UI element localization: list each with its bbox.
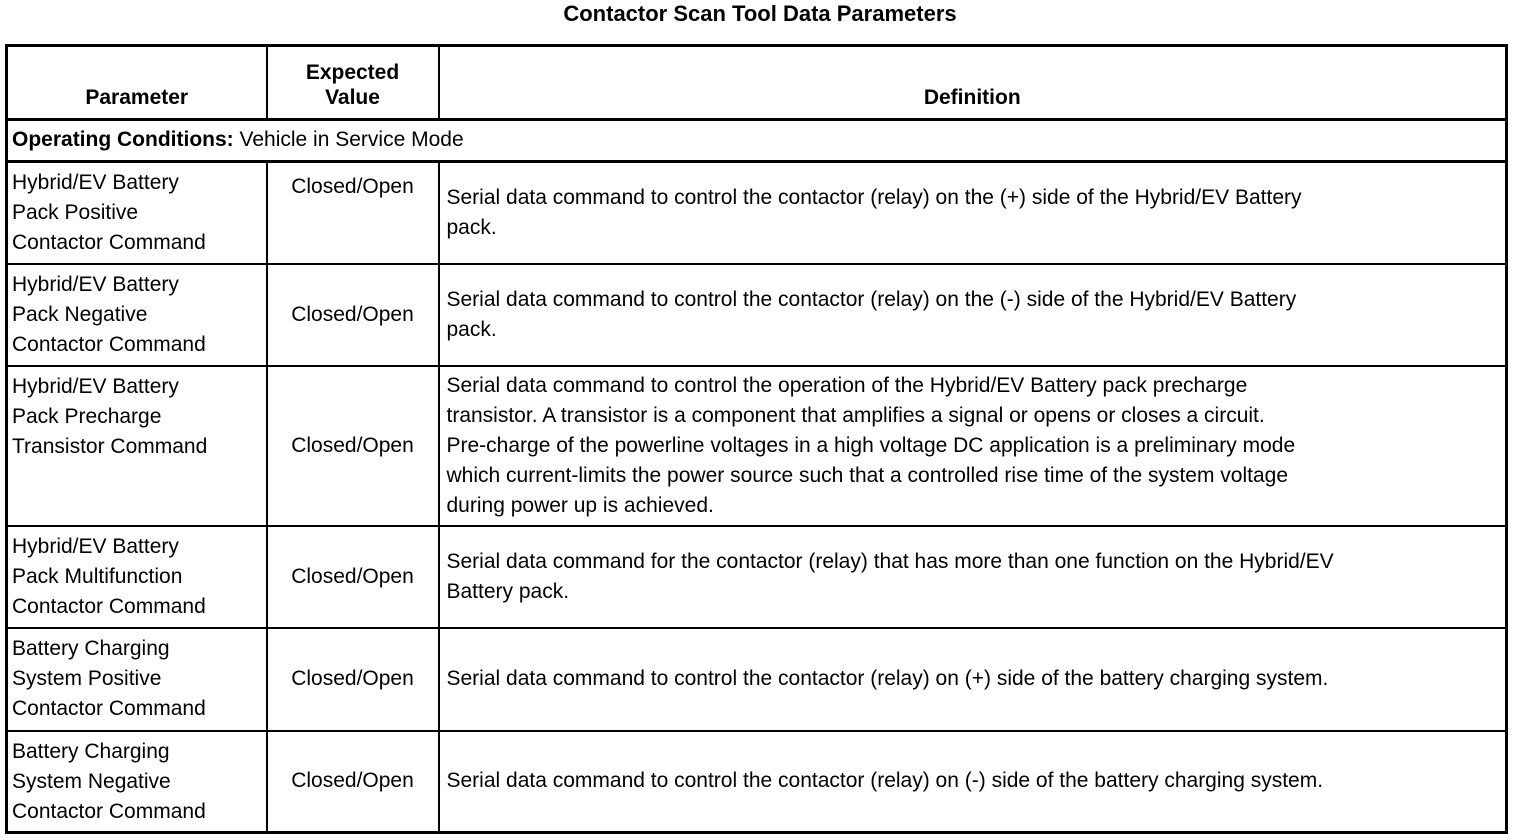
table-row: Hybrid/EV Battery Pack Precharge Transis… <box>5 364 1508 527</box>
parameter-cell: Hybrid/EV Battery Pack Precharge Transis… <box>5 364 268 527</box>
column-header-definition: Definition <box>437 44 1508 121</box>
page-title: Contactor Scan Tool Data Parameters <box>563 1 957 26</box>
definition-cell: Serial data command to control the opera… <box>437 364 1508 527</box>
table-row: Hybrid/EV Battery Pack Multifunction Con… <box>5 524 1508 629</box>
definition-cell: Serial data command to control the conta… <box>437 160 1508 265</box>
expected-value-cell: Closed/Open <box>265 262 440 367</box>
parameter-cell: Battery Charging System Negative Contact… <box>5 729 268 834</box>
table-row: Hybrid/EV Battery Pack Negative Contacto… <box>5 262 1508 367</box>
definition-cell: Serial data command to control the conta… <box>437 626 1508 732</box>
parameter-cell: Hybrid/EV Battery Pack Positive Contacto… <box>5 160 268 265</box>
expected-value-cell: Closed/Open <box>265 524 440 629</box>
definition-cell: Serial data command to control the conta… <box>437 262 1508 367</box>
operating-conditions-row: Operating Conditions: Vehicle in Service… <box>5 118 1508 163</box>
table-row: Hybrid/EV Battery Pack Positive Contacto… <box>5 160 1508 265</box>
parameter-cell: Battery Charging System Positive Contact… <box>5 626 268 732</box>
column-header-expected-value: Expected Value <box>265 44 440 121</box>
operating-conditions-cell: Operating Conditions: Vehicle in Service… <box>5 118 1508 163</box>
operating-conditions-value: Vehicle in Service Mode <box>239 127 464 151</box>
expected-value-cell: Closed/Open <box>265 729 440 834</box>
expected-value-cell: Closed/Open <box>265 626 440 732</box>
parameter-cell: Hybrid/EV Battery Pack Multifunction Con… <box>5 524 268 629</box>
expected-value-cell: Closed/Open <box>265 160 440 265</box>
table-header-row: Parameter Expected Value Definition <box>5 44 1508 121</box>
scan-tool-data-table: Parameter Expected Value Definition Oper… <box>5 44 1508 834</box>
column-header-parameter: Parameter <box>5 44 268 121</box>
definition-cell: Serial data command for the contactor (r… <box>437 524 1508 629</box>
expected-value-cell: Closed/Open <box>265 364 440 527</box>
operating-conditions-label: Operating Conditions: <box>12 127 234 151</box>
table-row: Battery Charging System Negative Contact… <box>5 729 1508 834</box>
definition-cell: Serial data command to control the conta… <box>437 729 1508 834</box>
table-row: Battery Charging System Positive Contact… <box>5 626 1508 732</box>
parameter-cell: Hybrid/EV Battery Pack Negative Contacto… <box>5 262 268 367</box>
